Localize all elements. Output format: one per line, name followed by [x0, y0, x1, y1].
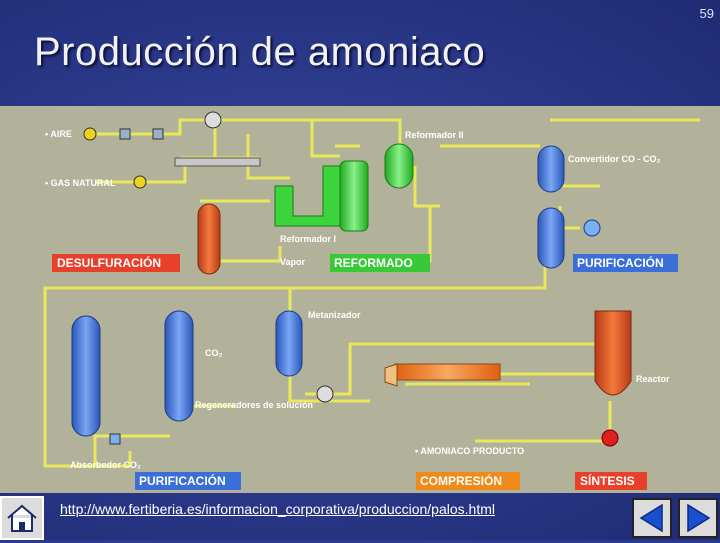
label-reformer-2: Reformador II [405, 130, 464, 140]
label-reformer-1: Reformador I [280, 234, 336, 244]
source-link[interactable]: http://www.fertiberia.es/informacion_cor… [60, 501, 495, 517]
previous-slide-button[interactable] [632, 498, 672, 538]
label-co-converter: Convertidor CO - CO₂ [568, 154, 661, 164]
label-absorber: Absorbedor CO₂ [70, 460, 141, 470]
stage-synthesis-box [575, 472, 647, 490]
next-slide-button[interactable] [678, 498, 718, 538]
label-regenerators: Regeneradores de solución [195, 400, 313, 410]
stage-purification-top-box [573, 254, 678, 272]
co-converter-vessel-top [537, 145, 565, 193]
home-icon [7, 504, 37, 532]
ammonia-process-diagram: • AIRE • GAS NATURAL Reformador II Conve… [0, 106, 720, 493]
stage-desulfurization-box [52, 254, 180, 272]
air-input-icon [83, 127, 97, 141]
co-converter-vessel-bottom [537, 207, 565, 269]
methanator-vessel [275, 310, 303, 377]
desulfurizer-vessel [197, 203, 221, 275]
label-reactor: Reactor [636, 374, 670, 384]
compressor-train [394, 363, 501, 381]
home-button[interactable] [0, 496, 44, 540]
label-co2: CO₂ [205, 348, 223, 358]
heater-bar [174, 157, 261, 167]
stage-compression-box [416, 472, 520, 490]
stage-purification-top: PURIFICACIÓN [577, 255, 664, 270]
absorber-column [71, 315, 101, 437]
stage-reforming: REFORMADO [334, 256, 413, 270]
stage-desulfurization: DESULFURACIÓN [57, 255, 161, 270]
stage-synthesis: SÍNTESIS [580, 473, 635, 488]
air-valve-icon [152, 128, 164, 140]
compressor-icon [316, 385, 334, 403]
label-air: • AIRE [45, 129, 72, 139]
slide-title: Producción de amoniaco [34, 30, 486, 74]
stage-reforming-box [330, 254, 430, 272]
gas-input-icon [133, 175, 147, 189]
label-methanator: Metanizador [308, 310, 361, 320]
stage-compression: COMPRESIÓN [420, 473, 502, 488]
label-natural-gas: • GAS NATURAL [45, 178, 116, 188]
air-valve-icon [119, 128, 131, 140]
arrow-left-icon [639, 503, 663, 533]
compressor-icon [204, 111, 222, 129]
reformer-1-vessel [274, 165, 344, 227]
reactor-vessel [594, 310, 632, 396]
label-ammonia-product: • AMONIACO PRODUCTO [415, 446, 524, 456]
stage-purification-bottom: PURIFICACIÓN [139, 473, 226, 488]
page-number: 59 [699, 6, 714, 21]
stage-purification-bottom-box [135, 472, 241, 490]
regenerator-column [164, 310, 194, 422]
reformer-1-column [339, 160, 369, 232]
heat-exchanger-icon [583, 219, 601, 237]
arrow-right-icon [687, 503, 711, 533]
ammonia-output-icon [601, 429, 619, 447]
label-steam: Vapor [280, 257, 306, 267]
reformer-2-vessel [384, 143, 414, 189]
pump-icon [109, 433, 121, 445]
